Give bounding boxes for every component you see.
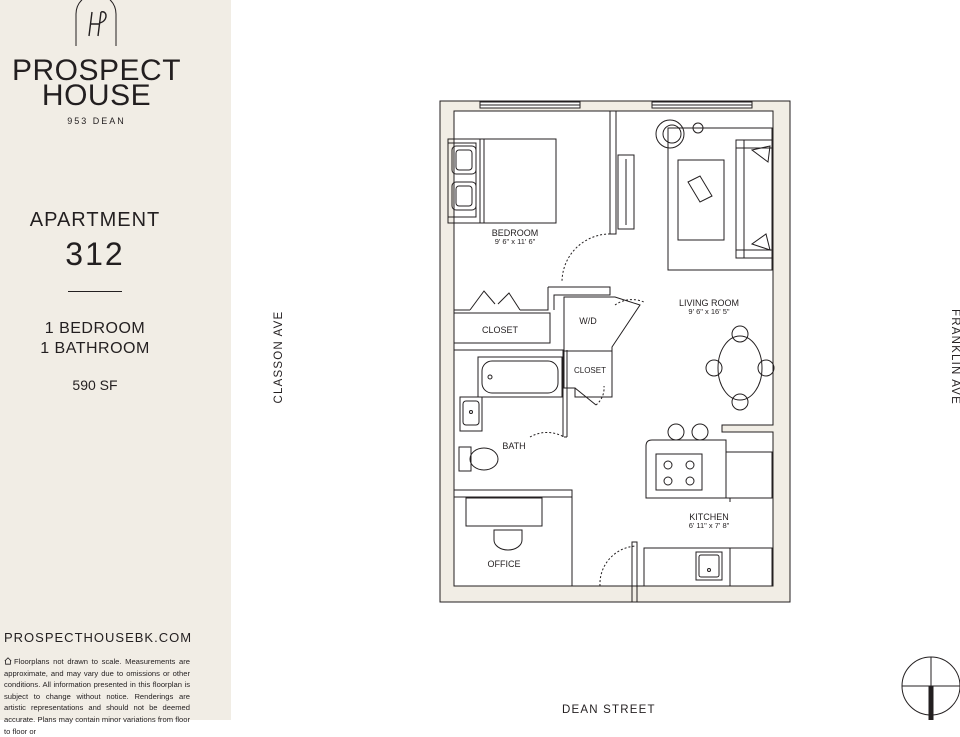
website-link[interactable]: PROSPECTHOUSEBK.COM bbox=[4, 630, 193, 645]
wardrobe bbox=[617, 154, 635, 230]
closet-1 bbox=[453, 312, 551, 344]
kitchen-label: KITCHEN bbox=[689, 512, 729, 522]
sidebar: PROSPECT HOUSE 953 DEAN APARTMENT 312 1 … bbox=[0, 0, 231, 736]
armchair bbox=[655, 119, 685, 149]
living-room-label: LIVING ROOM bbox=[679, 298, 739, 308]
office-label: OFFICE bbox=[488, 559, 521, 569]
book bbox=[687, 175, 713, 203]
cooktop bbox=[655, 453, 703, 491]
nightstand bbox=[447, 142, 477, 218]
brand-address: 953 DEAN bbox=[67, 116, 126, 126]
stool bbox=[691, 423, 709, 441]
pillow bbox=[451, 145, 477, 175]
wd-label: W/D bbox=[579, 316, 597, 326]
sofa bbox=[735, 139, 773, 259]
closet-1-label: CLOSET bbox=[482, 325, 519, 335]
stool bbox=[667, 423, 685, 441]
street-right: FRANKLIN AVE bbox=[949, 309, 960, 405]
brand-name-line1: PROSPECT bbox=[11, 54, 182, 87]
dining-chair bbox=[705, 359, 723, 377]
bedroom-bottom-wall bbox=[453, 287, 549, 311]
living-room-dims: 9' 6" x 16' 5" bbox=[688, 307, 729, 316]
bath-label: BATH bbox=[502, 441, 525, 451]
street-left: CLASSON AVE bbox=[273, 310, 285, 404]
bath-sink bbox=[459, 396, 483, 432]
cushion bbox=[750, 145, 771, 163]
exterior-wall bbox=[439, 100, 791, 603]
bath-wall bbox=[454, 349, 568, 437]
wd-closet bbox=[563, 296, 641, 398]
bedroom-dims: 9' 6" x 11' 6" bbox=[495, 237, 536, 246]
home-icon bbox=[4, 657, 12, 665]
pillow bbox=[451, 181, 477, 211]
dining-chair bbox=[757, 359, 775, 377]
divider bbox=[68, 291, 122, 292]
brand-name-line2: HOUSE bbox=[41, 79, 152, 112]
apartment-number: 312 bbox=[65, 236, 125, 272]
coffee-table bbox=[677, 159, 725, 241]
floor-plan: BEDROOM 9' 6" x 11' 6" CLOSET W/D CLOSET… bbox=[439, 100, 960, 720]
street-bottom: DEAN STREET bbox=[562, 704, 656, 716]
bedroom-label: BEDROOM bbox=[492, 228, 539, 238]
compass-icon bbox=[901, 656, 960, 720]
logo-monogram bbox=[75, 0, 117, 46]
kitchen-sink bbox=[695, 551, 723, 581]
kitchen-counter bbox=[645, 439, 727, 499]
office-chair bbox=[493, 529, 523, 551]
bathtub bbox=[477, 356, 563, 398]
toilet bbox=[458, 446, 472, 472]
kitchen-sink-counter bbox=[643, 547, 773, 587]
bedroom-wall bbox=[454, 110, 611, 234]
fridge bbox=[725, 451, 773, 499]
closet-2-label: CLOSET bbox=[574, 366, 606, 375]
dining-table bbox=[717, 335, 763, 401]
bathroom-count: 1 BATHROOM bbox=[40, 340, 150, 357]
dining-chair bbox=[731, 325, 749, 343]
bedroom-count: 1 BEDROOM bbox=[44, 320, 146, 337]
kitchen-dims: 6' 11" x 7' 8" bbox=[689, 521, 730, 530]
cushion bbox=[750, 233, 771, 251]
office-desk bbox=[465, 497, 543, 527]
apartment-label: APARTMENT bbox=[29, 209, 161, 231]
dining-chair bbox=[731, 393, 749, 411]
square-footage: 590 SF bbox=[72, 377, 118, 393]
